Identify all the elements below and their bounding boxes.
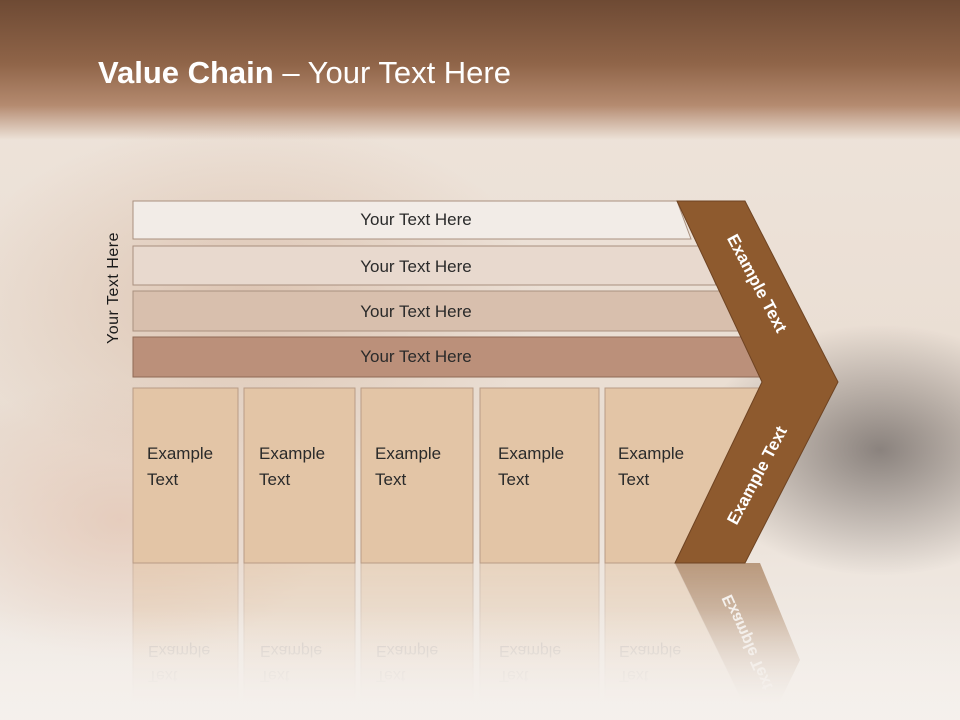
box-2-line1: Example [259, 444, 325, 463]
bar-1 [132, 200, 692, 240]
box-5-line1: Example [618, 444, 684, 463]
refl-text-5b: Text [619, 667, 649, 684]
refl-text-1a: Example [148, 642, 210, 659]
box-2 [243, 387, 356, 564]
reflection: Example Text Example Text Example Text E… [132, 562, 800, 720]
box-3-line1: Example [375, 444, 441, 463]
box-1-line2: Text [147, 470, 178, 489]
box-3 [360, 387, 474, 564]
page-title: Value Chain – Your Text Here [98, 55, 511, 91]
refl-text-3b: Text [376, 667, 406, 684]
box-4-line1: Example [498, 444, 564, 463]
bar-3-label: Your Text Here [360, 302, 472, 321]
box-1 [132, 387, 239, 564]
title-rest: – Your Text Here [273, 55, 511, 90]
box-5-line2: Text [618, 470, 649, 489]
refl-text-1b: Text [148, 667, 178, 684]
bar-4-label: Your Text Here [360, 347, 472, 366]
box-3-line2: Text [375, 470, 406, 489]
box-1-line1: Example [147, 444, 213, 463]
box-2-line2: Text [259, 470, 290, 489]
refl-text-3a: Example [376, 642, 438, 659]
bar-1-label: Your Text Here [360, 210, 472, 229]
chevron-arrow [674, 200, 839, 564]
refl-text-2b: Text [260, 667, 290, 684]
bar-2-label: Your Text Here [360, 257, 472, 276]
refl-text-2a: Example [260, 642, 322, 659]
header-band [0, 0, 960, 140]
box-4-line2: Text [498, 470, 529, 489]
title-bold: Value Chain [98, 55, 274, 90]
box-4 [479, 387, 600, 564]
refl-text-4a: Example [499, 642, 561, 659]
refl-text-4b: Text [499, 667, 529, 684]
refl-text-5a: Example [619, 642, 681, 659]
